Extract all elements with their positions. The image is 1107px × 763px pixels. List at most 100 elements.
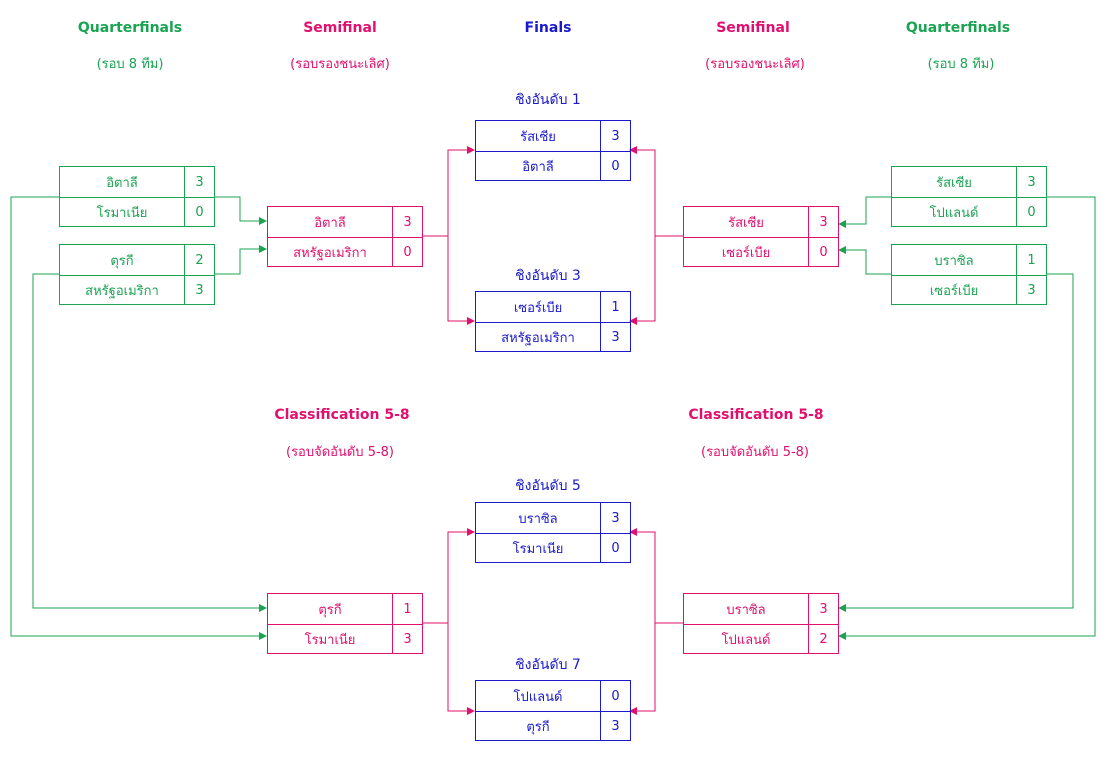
team-name: ตุรกี: [526, 720, 550, 735]
team-name: เซอร์เบีย: [721, 246, 771, 261]
team-score: 3: [600, 121, 630, 151]
team-score: 1: [392, 594, 422, 624]
team-score: 3: [184, 276, 214, 305]
team-score: 3: [1016, 167, 1046, 197]
match-row: ตุรกี 1: [268, 594, 422, 624]
team-name: รัสเซีย: [520, 129, 556, 145]
team-score: 3: [392, 207, 422, 237]
team-score: 3: [808, 594, 838, 624]
match-row: เซอร์เบีย 3: [892, 275, 1046, 305]
team-score: 0: [184, 198, 214, 227]
team-name: สหรัฐอเมริกา: [293, 246, 367, 261]
match-row: บราซิล 1: [892, 245, 1046, 275]
team-score: 0: [392, 238, 422, 267]
team-score: 0: [808, 238, 838, 267]
match-classification-left: ตุรกี 1 โรมาเนีย 3: [267, 593, 423, 654]
team-name: อิตาลี: [314, 215, 346, 231]
team-score: 3: [808, 207, 838, 237]
team-name: สหรัฐอเมริกา: [85, 284, 159, 299]
subheader-quarterfinals-left: (รอบ 8 ทีม): [96, 57, 164, 72]
match-row: เซอร์เบีย 1: [476, 292, 630, 322]
match-row: รัสเซีย 3: [684, 207, 838, 237]
match-row: ตุรกี 2: [60, 245, 214, 275]
match-final: รัสเซีย 3 อิตาลี 0: [475, 120, 631, 181]
team-score: 1: [1016, 245, 1046, 275]
connector-cls-l-to-seventh: [423, 622, 475, 715]
connector-sf-l-to-third: [423, 235, 475, 325]
team-score: 3: [184, 167, 214, 197]
team-name: รัสเซีย: [936, 175, 972, 191]
subheader-quarterfinals-right: (รอบ 8 ทีม): [927, 57, 995, 72]
team-score: 2: [184, 245, 214, 275]
team-name: โปแลนด์: [513, 689, 563, 705]
match-seventh-place: โปแลนด์ 0 ตุรกี 3: [475, 680, 631, 741]
team-score: 3: [1016, 276, 1046, 305]
header-classification-left: Classification 5-8: [274, 407, 410, 423]
team-name: เซอร์เบีย: [929, 284, 979, 299]
match-semifinal-right: รัสเซีย 3 เซอร์เบีย 0: [683, 206, 839, 267]
header-semifinal-right: Semifinal: [716, 20, 790, 36]
team-name: สหรัฐอเมริกา: [501, 331, 575, 346]
team-name: อิตาลี: [106, 175, 138, 191]
connector-qf-r2-winner: [838, 246, 891, 275]
team-score: 3: [600, 503, 630, 533]
team-name: โรมาเนีย: [512, 542, 564, 557]
team-name: บราซิล: [518, 511, 558, 527]
team-name: ตุรกี: [318, 602, 342, 618]
match-row: สหรัฐอเมริกา 3: [476, 322, 630, 352]
match-row: อิตาลี 3: [60, 167, 214, 197]
subheader-semifinal-right: (รอบรองชนะเลิศ): [705, 57, 805, 72]
team-score: 0: [600, 534, 630, 563]
team-score: 1: [600, 292, 630, 322]
match-row: โปแลนด์ 0: [476, 681, 630, 711]
connector-qf-r1-winner: [838, 196, 891, 228]
header-finals: Finals: [524, 20, 572, 36]
connector-qf-l2-loser: [32, 273, 267, 612]
match-semifinal-left: อิตาลี 3 สหรัฐอเมริกา 0: [267, 206, 423, 267]
match-row: อิตาลี 3: [268, 207, 422, 237]
connector-qf-r2-loser: [838, 273, 1074, 612]
match-row: บราซิล 3: [684, 594, 838, 624]
match-classification-right: บราซิล 3 โปแลนด์ 2: [683, 593, 839, 654]
connector-sf-l-to-final: [423, 146, 475, 237]
team-name: บราซิล: [726, 602, 766, 618]
team-name: บราซิล: [934, 253, 974, 269]
team-score: 0: [600, 681, 630, 711]
team-name: โรมาเนีย: [304, 633, 356, 648]
match-row: รัสเซีย 3: [476, 121, 630, 151]
match-qf-right-1: รัสเซีย 3 โปแลนด์ 0: [891, 166, 1047, 227]
connector-cls-r-to-fifth: [629, 528, 683, 624]
header-quarterfinals-right: Quarterfinals: [905, 20, 1011, 36]
match-qf-left-1: อิตาลี 3 โรมาเนีย 0: [59, 166, 215, 227]
team-score: 3: [600, 712, 630, 741]
match-fifth-place: บราซิล 3 โรมาเนีย 0: [475, 502, 631, 563]
label-place-5: ชิงอันดับ 5: [515, 478, 581, 494]
team-score: 3: [600, 323, 630, 352]
team-score: 2: [808, 625, 838, 654]
team-name: รัสเซีย: [728, 215, 764, 231]
header-quarterfinals-left: Quarterfinals: [77, 20, 183, 36]
team-score: 0: [600, 152, 630, 181]
match-row: โปแลนด์ 2: [684, 624, 838, 654]
team-name: โปแลนด์: [721, 633, 771, 648]
team-name: เซอร์เบีย: [513, 300, 563, 316]
match-row: รัสเซีย 3: [892, 167, 1046, 197]
match-row: ตุรกี 3: [476, 711, 630, 741]
match-qf-left-2: ตุรกี 2 สหรัฐอเมริกา 3: [59, 244, 215, 305]
match-row: เซอร์เบีย 0: [684, 237, 838, 267]
match-row: โรมาเนีย 3: [268, 624, 422, 654]
label-place-1: ชิงอันดับ 1: [515, 92, 581, 108]
connector-qf-l1-loser: [10, 196, 267, 640]
subheader-semifinal-left: (รอบรองชนะเลิศ): [290, 57, 390, 72]
connector-qf-l2-winner: [215, 245, 267, 275]
connector-cls-l-to-fifth: [423, 528, 475, 624]
subheader-classification-left: (รอบจัดอันดับ 5-8): [286, 445, 394, 460]
match-row: โปแลนด์ 0: [892, 197, 1046, 227]
match-row: อิตาลี 0: [476, 151, 630, 181]
header-classification-right: Classification 5-8: [688, 407, 824, 423]
connector-cls-r-to-seventh: [629, 622, 683, 715]
header-semifinal-left: Semifinal: [303, 20, 377, 36]
match-row: โรมาเนีย 0: [60, 197, 214, 227]
